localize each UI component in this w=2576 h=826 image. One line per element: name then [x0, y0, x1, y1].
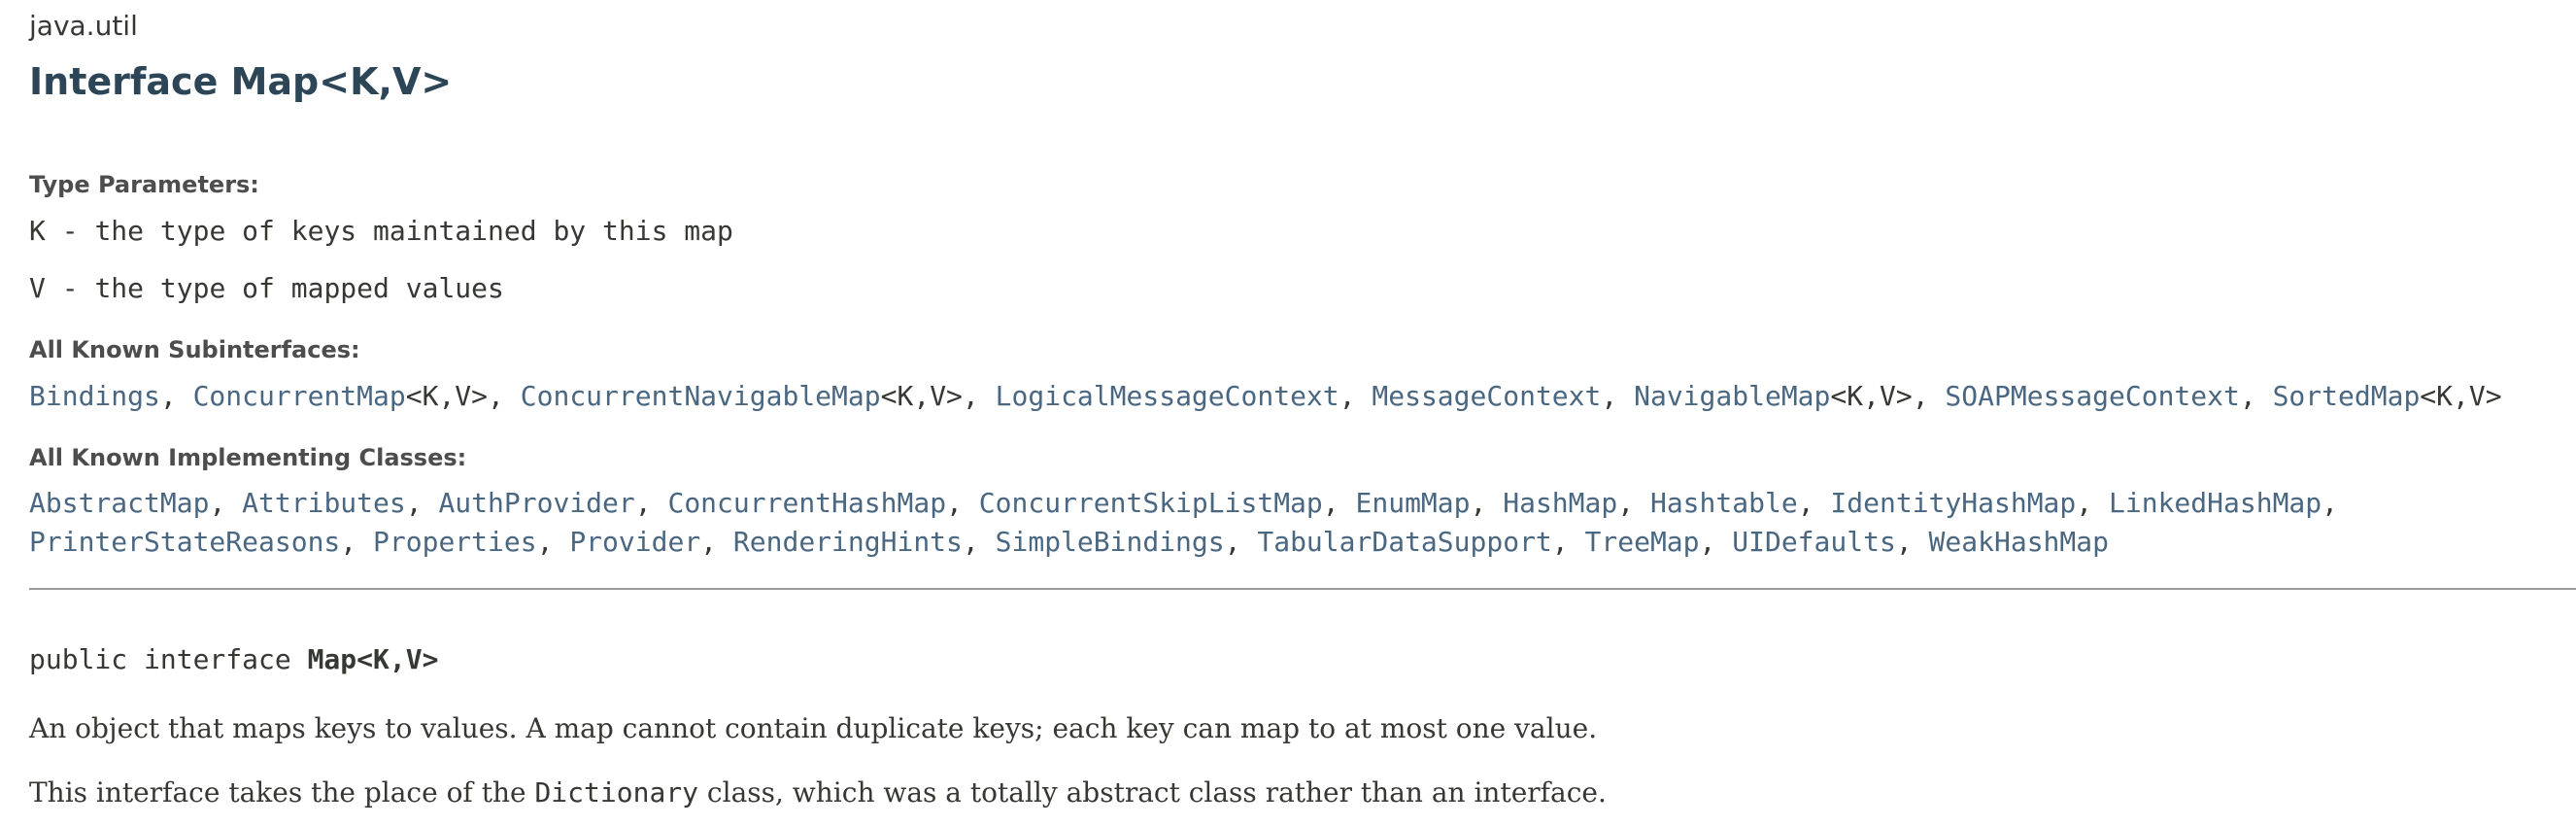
list-separator: , — [1224, 526, 1258, 558]
implementing-class-link[interactable]: UIDefaults — [1732, 526, 1896, 558]
implementing-class-link[interactable]: AbstractMap — [29, 487, 210, 519]
list-separator: , — [159, 380, 193, 412]
section-divider — [29, 588, 2576, 590]
type-generic: <K,V> — [1830, 380, 1913, 412]
implementing-class-link[interactable]: EnumMap — [1355, 487, 1471, 519]
implementing-class-link[interactable]: LinkedHashMap — [2109, 487, 2322, 519]
list-separator: , — [1617, 487, 1650, 519]
list-separator: , — [946, 487, 979, 519]
subinterface-link[interactable]: SortedMap — [2272, 380, 2421, 412]
subinterface-link[interactable]: ConcurrentMap — [192, 380, 406, 412]
signature-prefix: public interface — [29, 643, 308, 675]
subinterfaces-heading: All Known Subinterfaces: — [29, 336, 360, 363]
implementing-class-link[interactable]: Provider — [569, 526, 701, 558]
type-generic: <K,V> — [880, 380, 963, 412]
list-separator: , — [1797, 487, 1831, 519]
package-label: java.util — [29, 10, 138, 42]
type-generic: <K,V> — [405, 380, 489, 412]
list-separator: , — [700, 526, 733, 558]
list-separator: , — [1470, 487, 1504, 519]
type-param-v: V - the type of mapped values — [29, 269, 504, 308]
list-separator: , — [962, 526, 996, 558]
list-separator: , — [1601, 380, 1635, 412]
subinterface-link[interactable]: LogicalMessageContext — [995, 380, 1339, 412]
type-param-name: V — [29, 272, 46, 304]
dictionary-code: Dictionary — [534, 776, 699, 809]
list-separator: , — [340, 526, 374, 558]
interface-signature: public interface Map<K,V> — [29, 643, 438, 675]
page-title: Interface Map<K,V> — [29, 60, 453, 103]
list-separator: , — [1895, 526, 1929, 558]
list-separator: , — [1699, 526, 1733, 558]
list-separator: , — [962, 380, 996, 412]
implementing-classes-line-1: AbstractMap, Attributes, AuthProvider, C… — [29, 484, 2338, 523]
list-separator: , — [405, 487, 439, 519]
implementing-class-link[interactable]: RenderingHints — [732, 526, 963, 558]
subinterface-link[interactable]: ConcurrentNavigableMap — [520, 380, 881, 412]
implementing-classes-heading: All Known Implementing Classes: — [29, 444, 467, 471]
implementing-class-link[interactable]: AuthProvider — [438, 487, 635, 519]
list-separator: , — [634, 487, 668, 519]
implementing-class-link[interactable]: Properties — [373, 526, 537, 558]
list-separator: , — [2076, 487, 2109, 519]
implementing-class-link[interactable]: TreeMap — [1584, 526, 1700, 558]
list-separator: , — [1322, 487, 1356, 519]
type-generic: <K,V> — [2420, 380, 2502, 412]
implementing-class-link[interactable]: HashMap — [1503, 487, 1618, 519]
type-param-k: K - the type of keys maintained by this … — [29, 212, 733, 251]
list-separator: , — [2239, 380, 2273, 412]
list-separator: , — [2322, 487, 2339, 519]
implementing-class-link[interactable]: PrinterStateReasons — [29, 526, 341, 558]
type-parameters-heading: Type Parameters: — [29, 171, 259, 198]
implementing-class-link[interactable]: Attributes — [242, 487, 406, 519]
description-text: This interface takes the place of the — [29, 776, 535, 809]
list-separator: , — [488, 380, 521, 412]
implementing-class-link[interactable]: ConcurrentHashMap — [667, 487, 947, 519]
list-separator: , — [1551, 526, 1585, 558]
subinterface-link[interactable]: MessageContext — [1372, 380, 1602, 412]
list-separator: , — [536, 526, 570, 558]
description-paragraph-2: This interface takes the place of the Di… — [29, 776, 1607, 809]
implementing-class-link[interactable]: WeakHashMap — [1928, 526, 2109, 558]
subinterfaces-list: Bindings, ConcurrentMap<K,V>, Concurrent… — [29, 377, 2502, 416]
list-separator: , — [1912, 380, 1946, 412]
subinterface-link[interactable]: Bindings — [29, 380, 160, 412]
type-param-description: the type of keys maintained by this map — [94, 215, 733, 247]
implementing-class-link[interactable]: IdentityHashMap — [1830, 487, 2077, 519]
implementing-class-link[interactable]: Hashtable — [1649, 487, 1798, 519]
type-param-description: the type of mapped values — [94, 272, 504, 304]
implementing-classes-line-2: PrinterStateReasons, Properties, Provide… — [29, 523, 2109, 562]
list-separator: , — [1339, 380, 1373, 412]
signature-name: Map<K,V> — [307, 643, 439, 675]
implementing-class-link[interactable]: ConcurrentSkipListMap — [978, 487, 1323, 519]
subinterface-link[interactable]: NavigableMap — [1634, 380, 1831, 412]
subinterface-link[interactable]: SOAPMessageContext — [1945, 380, 2240, 412]
list-separator: , — [209, 487, 243, 519]
description-text: class, which was a totally abstract clas… — [698, 776, 1607, 809]
type-param-separator: - — [45, 215, 95, 247]
description-paragraph-1: An object that maps keys to values. A ma… — [29, 712, 1598, 744]
type-param-separator: - — [45, 272, 95, 304]
implementing-class-link[interactable]: SimpleBindings — [995, 526, 1225, 558]
type-param-name: K — [29, 215, 46, 247]
implementing-class-link[interactable]: TabularDataSupport — [1257, 526, 1552, 558]
